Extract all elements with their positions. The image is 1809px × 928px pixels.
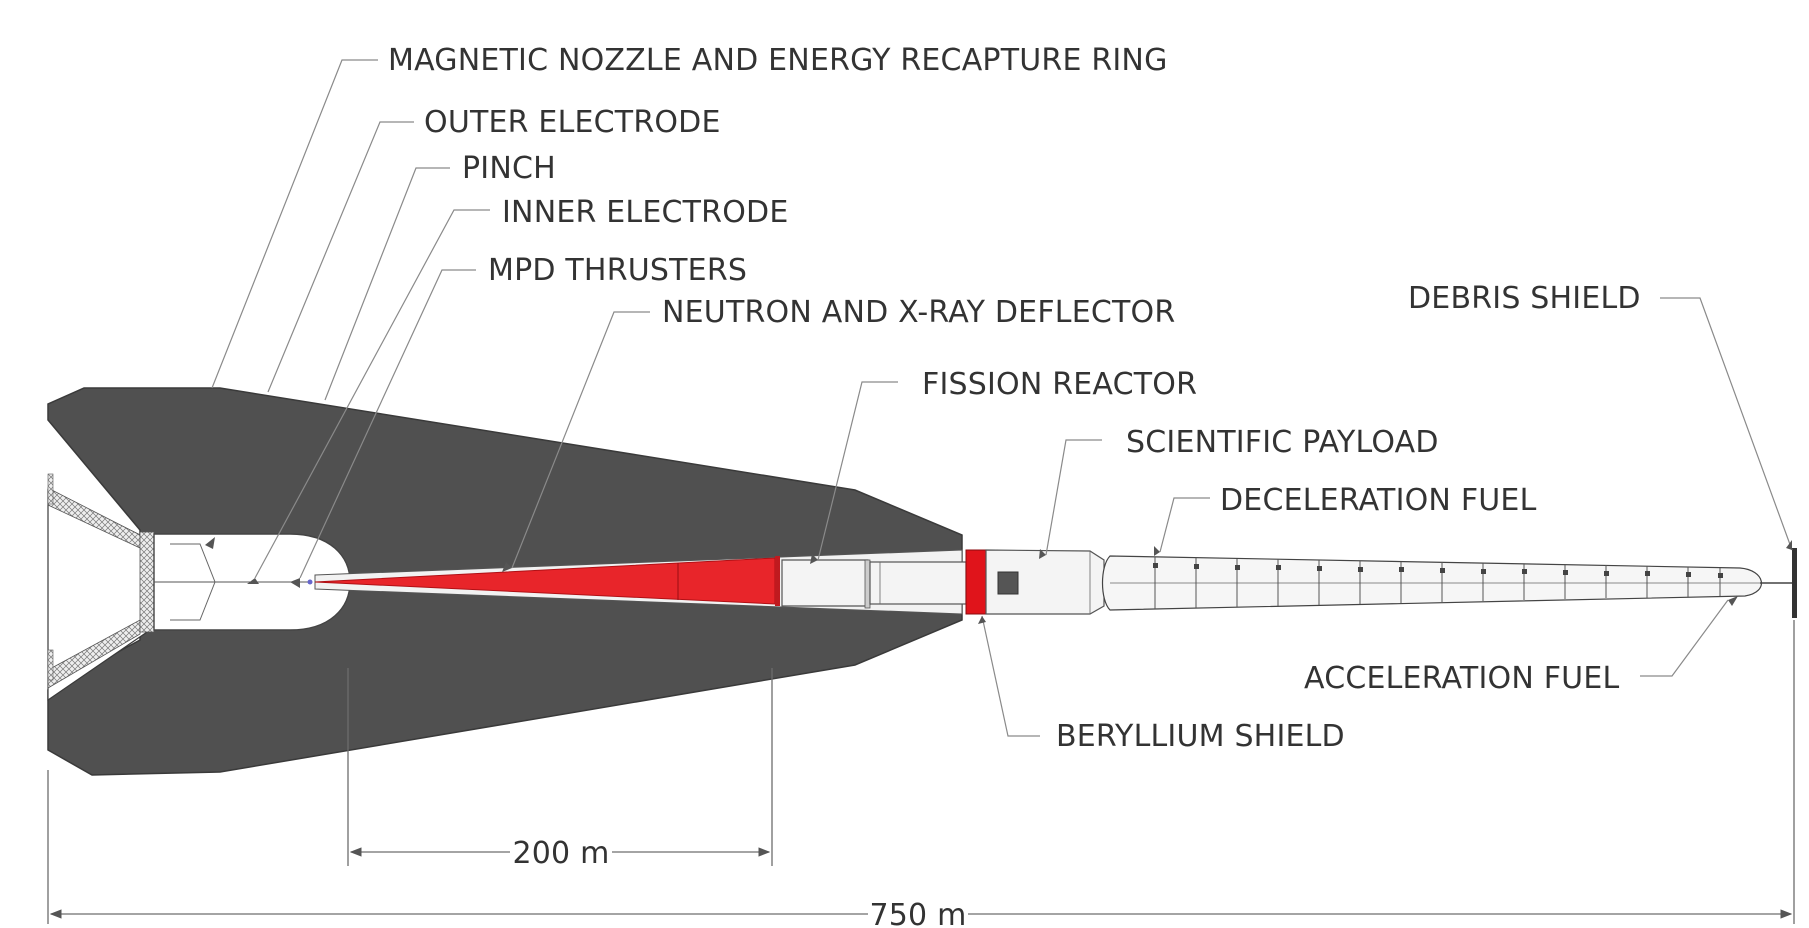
label-scientific-payload: SCIENTIFIC PAYLOAD bbox=[1126, 425, 1439, 460]
neutron-xray-deflector bbox=[314, 556, 780, 606]
debris-shield bbox=[1760, 548, 1797, 618]
label-inner-electrode: INNER ELECTRODE bbox=[502, 195, 788, 230]
payload-module bbox=[997, 571, 1019, 595]
fuel-stack bbox=[1101, 555, 1763, 611]
fuel-tank-markers bbox=[1153, 563, 1723, 578]
label-beryllium-shield: BERYLLIUM SHIELD bbox=[1056, 719, 1345, 754]
label-magnetic-nozzle: MAGNETIC NOZZLE AND ENERGY RECAPTURE RIN… bbox=[388, 43, 1168, 78]
dimension-750m: 750 m bbox=[47, 620, 1795, 928]
dimension-200m: 200 m bbox=[347, 668, 773, 871]
label-outer-electrode: OUTER ELECTRODE bbox=[424, 105, 721, 140]
label-neutron-deflector: NEUTRON AND X-RAY DEFLECTOR bbox=[662, 295, 1175, 330]
callout-labels: MAGNETIC NOZZLE AND ENERGY RECAPTURE RIN… bbox=[388, 43, 1641, 754]
dimension-750m-label: 750 m bbox=[869, 898, 966, 928]
label-acceleration-fuel: ACCELERATION FUEL bbox=[1304, 661, 1619, 696]
scientific-payload bbox=[985, 549, 1105, 615]
label-mpd-thrusters: MPD THRUSTERS bbox=[488, 253, 747, 288]
pinch-point bbox=[307, 579, 313, 585]
beryllium-shield bbox=[965, 549, 987, 615]
label-pinch: PINCH bbox=[462, 151, 556, 186]
leader-lines bbox=[205, 59, 1793, 737]
inner-electrode bbox=[170, 543, 216, 621]
label-fission-reactor: FISSION REACTOR bbox=[922, 367, 1197, 402]
dimension-200m-label: 200 m bbox=[512, 836, 609, 871]
label-debris-shield: DEBRIS SHIELD bbox=[1408, 281, 1641, 316]
recapture-ring bbox=[139, 531, 155, 633]
fission-reactor bbox=[781, 559, 967, 609]
label-deceleration-fuel: DECELERATION FUEL bbox=[1220, 483, 1537, 518]
